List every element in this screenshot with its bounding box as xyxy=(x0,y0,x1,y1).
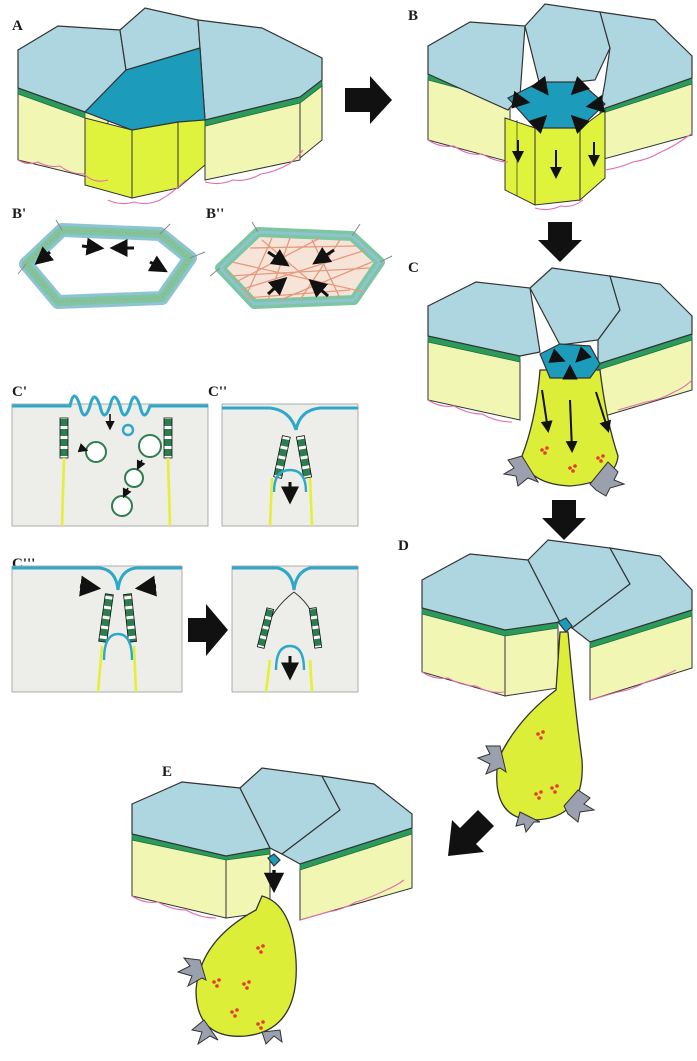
panel-b: B xyxy=(408,4,692,210)
panel-label-c: C xyxy=(408,260,419,276)
panel-label-e: E xyxy=(162,764,172,780)
panel-b-prime: B' xyxy=(12,206,205,302)
arrow-a-to-b xyxy=(345,76,392,124)
junction-left-c-prime xyxy=(60,418,68,458)
panel-label-b-double-prime: B'' xyxy=(206,206,224,222)
ingressing-cell-side-b1 xyxy=(505,118,535,205)
panel-label-c-double-prime: C'' xyxy=(208,384,227,400)
panel-label-d: D xyxy=(398,538,409,554)
panel-label-a: A xyxy=(12,18,23,34)
arrow-c-to-d xyxy=(542,500,586,540)
ring-contraction-arrows xyxy=(38,246,164,270)
ingressing-cell-e xyxy=(196,896,296,1036)
epithelial-sheet-a xyxy=(18,8,322,204)
panel-c-prime: C' xyxy=(12,384,208,526)
panel-c-double-prime: C'' xyxy=(208,384,358,526)
apical-cell-b2 xyxy=(525,4,610,86)
panel-b-double-prime: B'' xyxy=(206,206,392,304)
arrow-c-triple-prime xyxy=(188,604,228,656)
protrusion-d1 xyxy=(478,746,506,774)
panel-label-b: B xyxy=(408,8,418,24)
panel-c: C xyxy=(408,260,692,496)
panel-label-c-prime: C' xyxy=(12,384,27,400)
panel-a: A xyxy=(12,8,322,204)
panel-c-triple-prime: C''' xyxy=(12,556,358,692)
panel-d: D xyxy=(398,538,692,832)
arrow-b-to-c xyxy=(538,222,582,262)
protrusion-e3 xyxy=(262,1030,282,1044)
arrow-d-to-e xyxy=(448,810,494,856)
panel-label-b-prime: B' xyxy=(12,206,26,222)
junction-right-c-prime xyxy=(164,418,172,458)
panel-e: E xyxy=(132,764,412,1044)
